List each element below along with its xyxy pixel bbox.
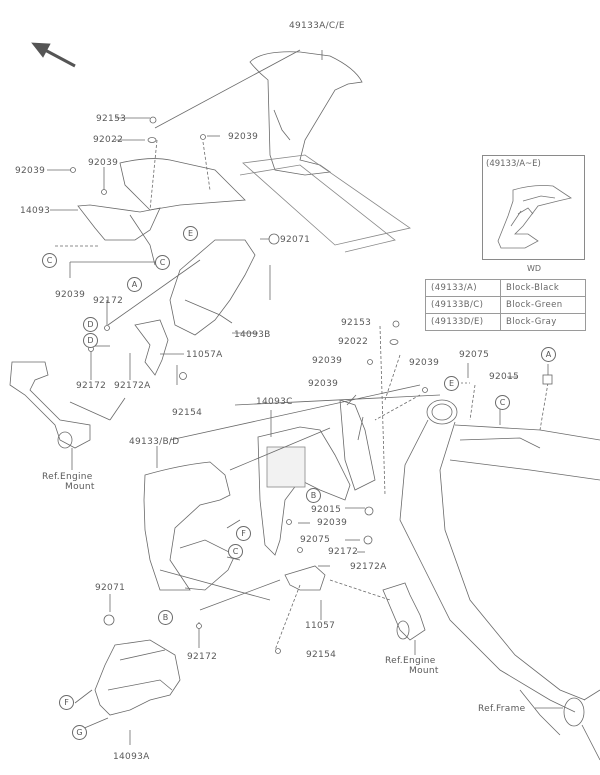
connector-mark-e: E — [183, 226, 198, 241]
part-label-92022[interactable]: 92022 — [338, 337, 369, 347]
connector-mark-b: B — [158, 610, 173, 625]
bracket-14093A — [94, 639, 181, 716]
connector-mark-a: A — [127, 277, 142, 292]
variant-color: Block-Green — [500, 296, 586, 314]
part-label-92172[interactable]: 92172 — [187, 652, 218, 662]
part-label-92039[interactable]: 92039 — [317, 518, 348, 528]
lower-cowl-49133BD — [143, 461, 236, 591]
part-label-92022[interactable]: 92022 — [93, 135, 124, 145]
connector-mark-b: B — [306, 488, 321, 503]
part-label-92153[interactable]: 92153 — [96, 114, 127, 124]
variant-code: (49133B/C) — [425, 296, 501, 314]
part-label-92015[interactable]: 92015 — [311, 505, 342, 515]
ref-engine-mount-left-line2: Mount — [65, 482, 95, 492]
part-label-92071[interactable]: 92071 — [280, 235, 311, 245]
connector-mark-d: D — [83, 333, 98, 348]
connector-mark-f: F — [59, 695, 74, 710]
inset-cowl-drawing — [497, 185, 572, 249]
bracket-11057 — [284, 565, 326, 591]
connector-mark-a: A — [541, 347, 556, 362]
connector-mark-e: E — [444, 376, 459, 391]
part-label-92039[interactable]: 92039 — [88, 158, 119, 168]
variant-code: (49133D/E) — [425, 313, 501, 331]
connector-mark-f: F — [236, 526, 251, 541]
part-label-92015[interactable]: 92015 — [489, 372, 520, 382]
part-label-92172[interactable]: 92172 — [328, 547, 359, 557]
ref-engine-mount-left: Ref.Engine — [42, 472, 93, 482]
part-label-92172[interactable]: 92172 — [93, 296, 124, 306]
connector-mark-c: C — [495, 395, 510, 410]
part-label-14093A[interactable]: 14093A — [113, 752, 150, 762]
connector-mark-c: C — [42, 253, 57, 268]
frame-ref — [399, 399, 600, 761]
part-label-92172A[interactable]: 92172A — [350, 562, 387, 572]
connector-mark-c: C — [155, 255, 170, 270]
inner-panel-14093C — [257, 399, 376, 556]
part-label-92039[interactable]: 92039 — [308, 379, 339, 389]
variant-color: Block-Black — [500, 279, 586, 297]
bracket-14093B — [169, 239, 256, 336]
variant-code: (49133/A) — [425, 279, 501, 297]
part-label-92154[interactable]: 92154 — [172, 408, 203, 418]
inset-title: (49133/A~E) — [486, 159, 541, 169]
upper-cowl-part — [249, 50, 363, 176]
part-label-92153[interactable]: 92153 — [341, 318, 372, 328]
part-label-49133BD[interactable]: 49133/B/D — [129, 437, 180, 447]
part-label-92075[interactable]: 92075 — [459, 350, 490, 360]
engine-mount-left — [9, 361, 91, 470]
part-label-14093C[interactable]: 14093C — [256, 397, 293, 407]
part-label-49133ACE[interactable]: 49133A/C/E — [289, 21, 345, 31]
stay-11057A — [134, 319, 169, 376]
part-label-14093B[interactable]: 14093B — [234, 330, 271, 340]
inner-panel-14093 — [77, 158, 246, 266]
ref-engine-mount-right: Ref.Engine — [385, 656, 436, 666]
ref-frame: Ref.Frame — [478, 704, 526, 714]
part-label-92039[interactable]: 92039 — [409, 358, 440, 368]
part-label-92039[interactable]: 92039 — [228, 132, 259, 142]
color-variant-table: (49133/A) Block-Black (49133B/C) Block-G… — [425, 279, 586, 331]
table-row: (49133B/C) Block-Green — [425, 296, 586, 314]
part-label-92039[interactable]: 92039 — [55, 290, 86, 300]
part-label-92154[interactable]: 92154 — [306, 650, 337, 660]
connector-mark-c: C — [228, 544, 243, 559]
part-label-11057A[interactable]: 11057A — [186, 350, 223, 360]
table-row: (49133/A) Block-Black — [425, 279, 586, 297]
part-label-92039[interactable]: 92039 — [312, 356, 343, 366]
part-label-92172[interactable]: 92172 — [76, 381, 107, 391]
part-label-92075[interactable]: 92075 — [300, 535, 331, 545]
part-label-11057[interactable]: 11057 — [305, 621, 336, 631]
inset-caption: WD — [527, 264, 542, 273]
connector-mark-d: D — [83, 317, 98, 332]
connector-mark-g: G — [72, 725, 87, 740]
ref-engine-mount-right-line2: Mount — [409, 666, 439, 676]
variant-color: Block-Gray — [500, 313, 586, 331]
part-label-92172A[interactable]: 92172A — [114, 381, 151, 391]
front-direction-arrow — [31, 42, 76, 68]
part-label-14093[interactable]: 14093 — [20, 206, 51, 216]
table-row: (49133D/E) Block-Gray — [425, 313, 586, 331]
engine-mount-right — [382, 582, 426, 655]
part-label-92039[interactable]: 92039 — [15, 166, 46, 176]
variant-inset-box: (49133/A~E) — [482, 155, 585, 260]
part-label-92071[interactable]: 92071 — [95, 583, 126, 593]
